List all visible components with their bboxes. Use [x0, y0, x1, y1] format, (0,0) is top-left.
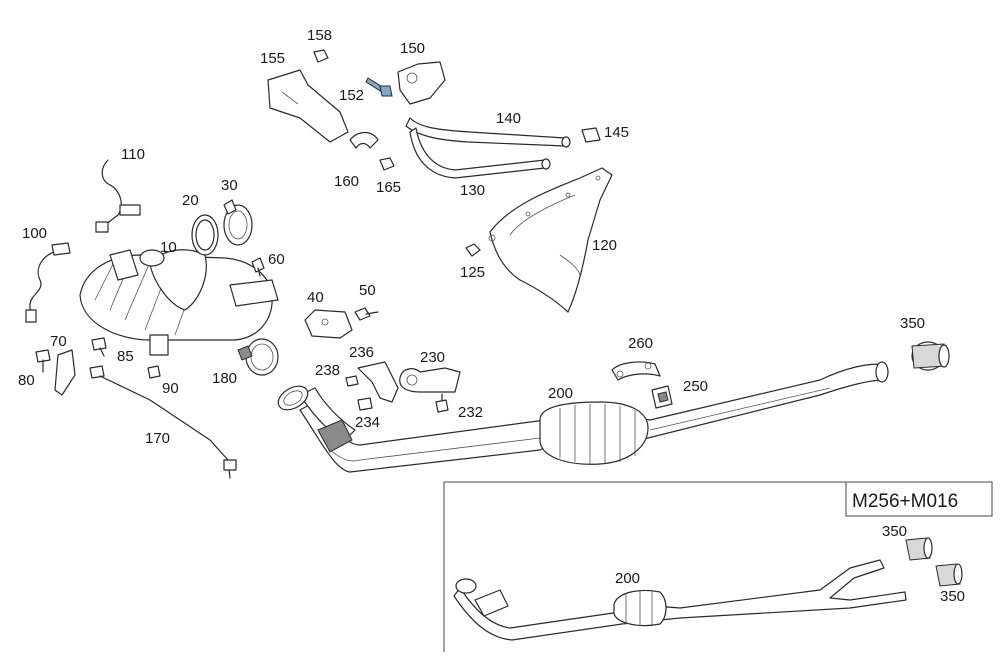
part-140-pipe[interactable] [405, 117, 571, 148]
part-60-bolt[interactable] [251, 257, 265, 277]
callout-140: 140 [496, 110, 521, 127]
callout-labels: 10 20 30 40 50 60 70 80 85 90 100 110 12… [18, 27, 965, 605]
part-158-nut[interactable] [313, 49, 329, 63]
inset-callout-350-a: 350 [882, 523, 907, 540]
callout-70: 70 [50, 333, 67, 350]
part-150-egr-flange[interactable] [397, 61, 446, 105]
callout-350: 350 [900, 315, 925, 332]
callout-200: 200 [548, 385, 573, 402]
callout-150: 150 [400, 40, 425, 57]
part-232-bolt[interactable] [435, 393, 449, 413]
callout-50: 50 [359, 282, 376, 299]
inset-part-200-exhaust-pipe[interactable] [453, 559, 907, 641]
callout-160: 160 [334, 173, 359, 190]
callout-130: 130 [460, 182, 485, 199]
callout-145: 145 [604, 124, 629, 141]
callout-85: 85 [117, 348, 134, 365]
part-250-rubber-mount[interactable] [651, 385, 673, 409]
callout-152: 152 [339, 87, 364, 104]
callout-232: 232 [458, 404, 483, 421]
callout-10: 10 [160, 239, 177, 256]
part-200-exhaust-pipe[interactable] [274, 361, 889, 473]
part-170-sensor-cable[interactable] [89, 365, 237, 479]
inset-part-350-clamp-a[interactable] [905, 537, 933, 561]
callout-260: 260 [628, 335, 653, 352]
part-238-nut[interactable] [345, 375, 359, 387]
inset-callout-200: 200 [615, 570, 640, 587]
callout-165: 165 [376, 179, 401, 196]
callout-100: 100 [22, 225, 47, 242]
part-110-oxygen-sensor[interactable] [95, 159, 141, 233]
callout-60: 60 [268, 251, 285, 268]
variant-inset [443, 481, 993, 652]
part-90-bolt[interactable] [147, 365, 161, 379]
callout-110: 110 [121, 146, 145, 163]
part-120-heat-shield[interactable] [488, 167, 613, 313]
part-350-clamp[interactable] [911, 341, 950, 371]
variant-label-box [845, 481, 993, 517]
part-40-bracket[interactable] [304, 309, 353, 339]
part-125-nut[interactable] [465, 243, 481, 257]
part-165-nut[interactable] [379, 157, 395, 171]
part-100-oxygen-sensor[interactable] [25, 242, 71, 323]
part-234-nut[interactable] [357, 397, 373, 411]
part-145-clamp[interactable] [581, 127, 601, 143]
inset-callout-350-b: 350 [940, 588, 965, 605]
part-260-bracket[interactable] [611, 361, 661, 381]
callout-155: 155 [260, 50, 285, 67]
callout-20: 20 [182, 192, 199, 209]
callout-238: 238 [315, 362, 340, 379]
part-180-clamp-ring[interactable] [237, 338, 279, 376]
inset-part-350-clamp-b[interactable] [935, 563, 963, 587]
callout-40: 40 [307, 289, 324, 306]
part-20-gasket[interactable] [191, 214, 219, 256]
part-70-bracket[interactable] [54, 349, 76, 396]
callout-120: 120 [592, 237, 617, 254]
part-160-clip[interactable] [349, 131, 379, 149]
callout-234: 234 [355, 414, 380, 431]
part-50-bolt[interactable] [354, 307, 379, 321]
callout-80: 80 [18, 372, 35, 389]
variant-label: M256+M016 [852, 491, 958, 512]
part-130-pipe[interactable] [409, 127, 551, 179]
callout-250: 250 [683, 378, 708, 395]
part-236-bracket[interactable] [357, 361, 399, 403]
part-230-hanger[interactable] [399, 367, 461, 393]
callout-90: 90 [162, 380, 179, 397]
part-85-bolt[interactable] [91, 337, 107, 357]
callout-236: 236 [349, 344, 374, 361]
callout-158: 158 [307, 27, 332, 44]
part-155-bracket[interactable] [267, 69, 349, 143]
callout-170: 170 [145, 430, 170, 447]
callout-230: 230 [420, 349, 445, 366]
part-80-bolt[interactable] [35, 349, 51, 373]
part-152-bolt[interactable] [365, 77, 393, 97]
callout-125: 125 [460, 264, 485, 281]
part-30-clamp[interactable] [223, 199, 253, 246]
callout-180: 180 [212, 370, 237, 387]
callout-30: 30 [221, 177, 238, 194]
part-10-particulate-filter[interactable] [79, 249, 279, 356]
